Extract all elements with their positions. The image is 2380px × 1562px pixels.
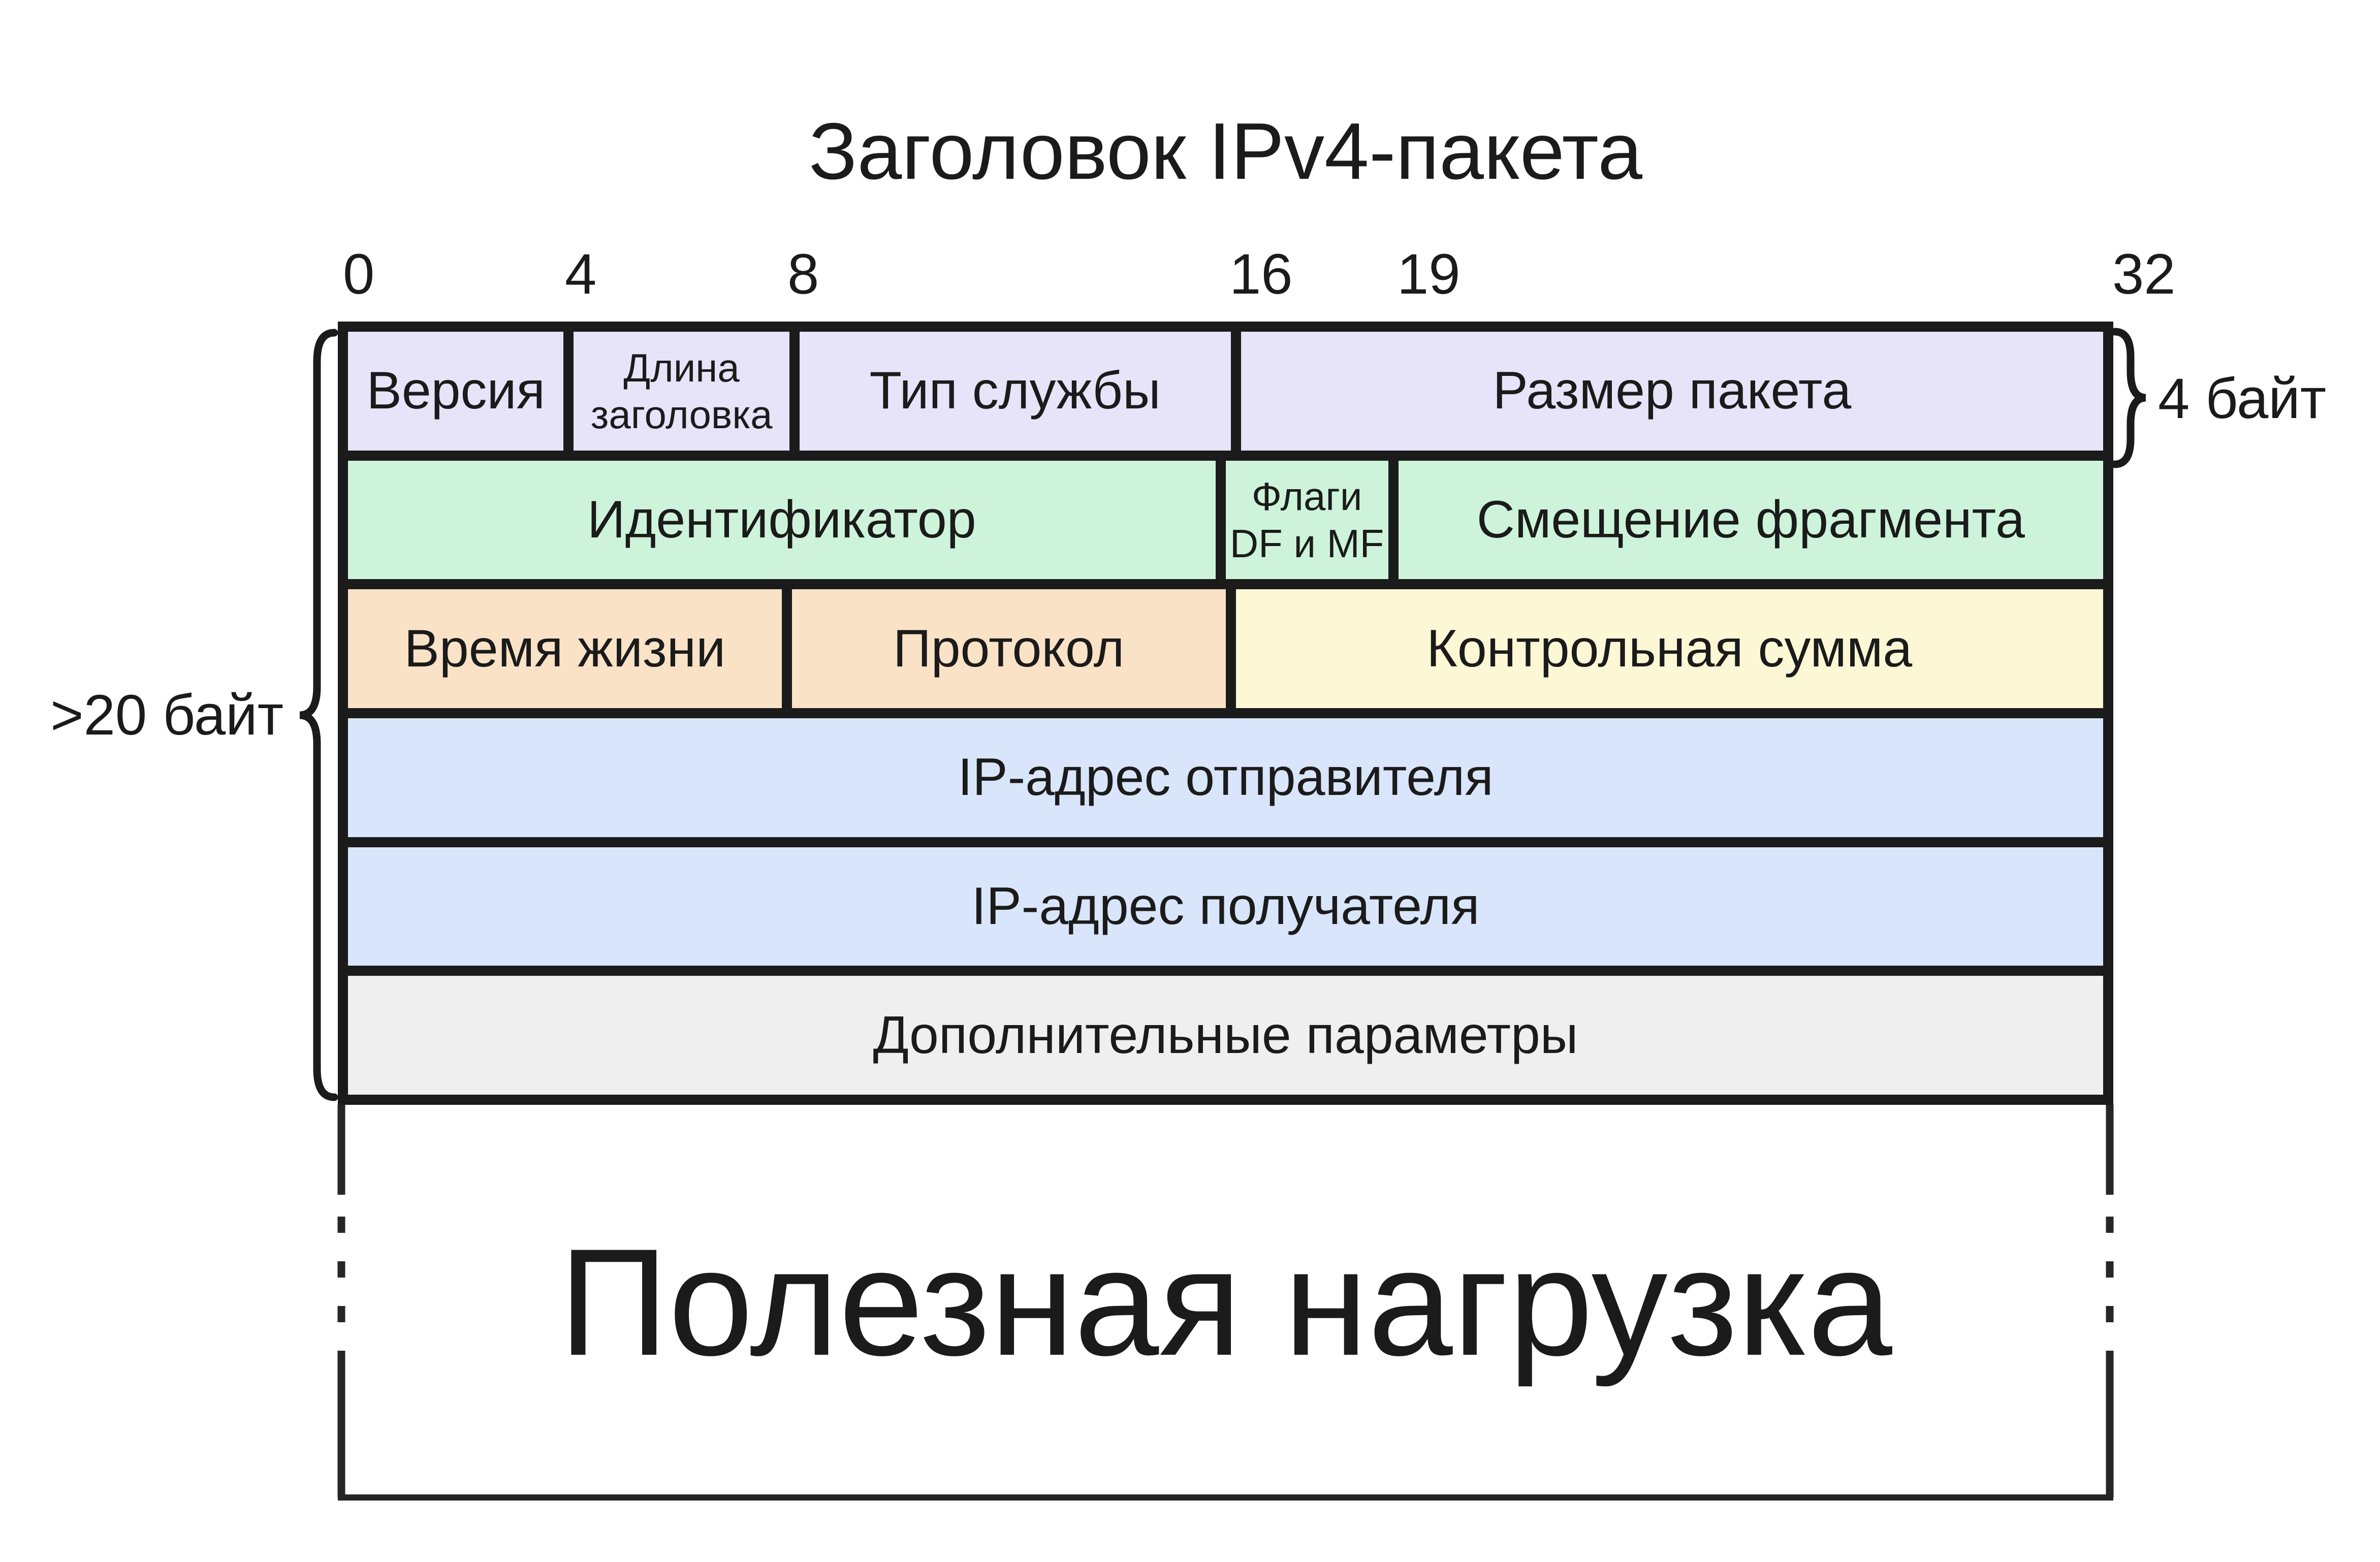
bit-label-4: 4 [565,242,597,306]
header-row-5: IP-адрес получателя [348,847,2103,966]
field-src-ip: IP-адрес отправителя [348,718,2103,837]
field-checksum: Контрольная сумма [1235,589,2103,709]
header-row-2: Идентификатор Флаги DF и MF Смещение фра… [348,460,2103,580]
header-row-3: Время жизни Протокол Контрольная сумма [348,589,2103,709]
ipv4-header-box: Версия Длина заголовка Тип службы Размер… [338,322,2113,1105]
bit-label-16: 16 [1229,242,1293,306]
payload-box: Полезная нагрузка [338,1105,2113,1499]
right-brace-icon [2111,328,2146,468]
header-row-1: Версия Длина заголовка Тип службы Размер… [348,332,2103,451]
header-row-6: Дополнительные параметры [348,976,2103,1095]
bit-label-8: 8 [787,242,819,306]
field-packet-size: Размер пакета [1241,332,2103,451]
field-fragment-offset: Смещение фрагмента [1398,460,2103,580]
field-header-length: Длина заголовка [574,332,789,451]
row-size-label: 4 байт [2158,367,2327,430]
header-size-label: >20 байт [50,683,283,747]
field-ttl: Время жизни [348,589,782,709]
field-dst-ip: IP-адрес получателя [348,847,2103,966]
diagram-title: Заголовок IPv4-пакета [809,107,1642,196]
field-options: Дополнительные параметры [348,976,2103,1095]
left-brace-icon [299,329,338,1101]
field-identifier: Идентификатор [348,460,1216,580]
field-version: Версия [348,332,564,451]
field-service-type: Тип службы [799,332,1231,451]
bit-label-19: 19 [1397,242,1461,306]
field-protocol: Протокол [791,589,1226,709]
bit-label-32: 32 [2112,242,2176,306]
header-row-4: IP-адрес отправителя [348,718,2103,837]
field-flags: Флаги DF и MF [1225,460,1388,580]
bit-label-0: 0 [343,242,375,306]
payload-label: Полезная нагрузка [559,1216,1892,1387]
